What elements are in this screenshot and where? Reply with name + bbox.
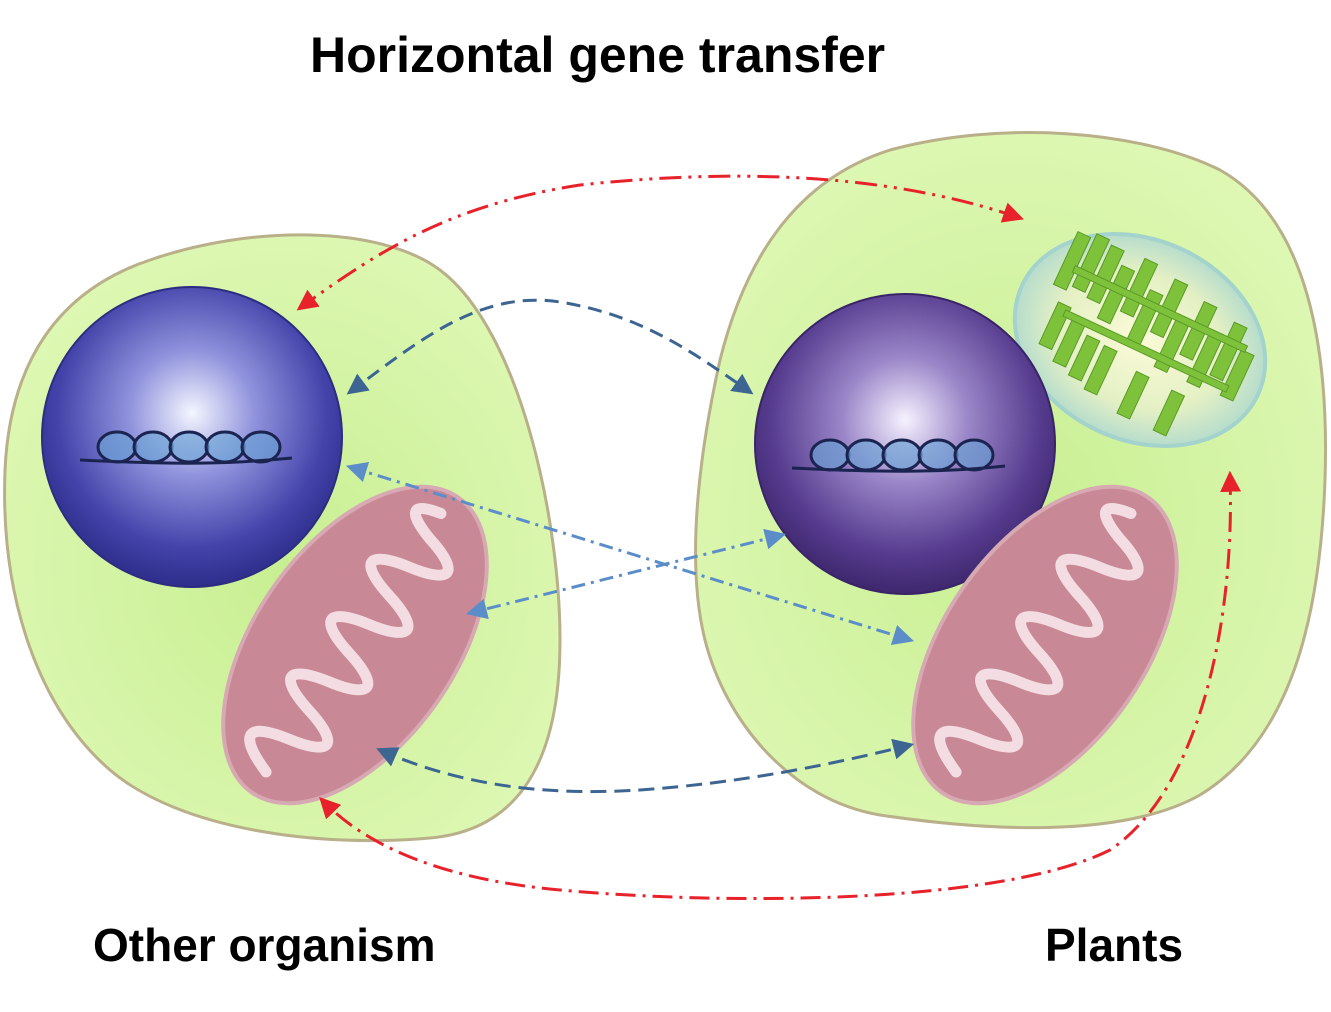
arrow-chloroplast-to-other-nucleus [296, 174, 1024, 311]
diagram-title: Horizontal gene transfer [310, 27, 886, 83]
transfer-arrows [296, 174, 1242, 901]
plants-label: Plants [1045, 919, 1184, 971]
chromatin-icon [79, 430, 293, 465]
chromatin-icon [791, 438, 1006, 473]
other-organism-nucleus [41, 286, 343, 588]
thylakoid-stacks-icon [1038, 230, 1255, 437]
arrow-chloroplast-to-other-mitochondrion [319, 470, 1242, 901]
arrow-nucleus-to-nucleus [346, 298, 754, 395]
other-organism-cell [3, 233, 562, 843]
other-organism-label: Other organism [93, 919, 436, 971]
chloroplast [1012, 230, 1268, 448]
